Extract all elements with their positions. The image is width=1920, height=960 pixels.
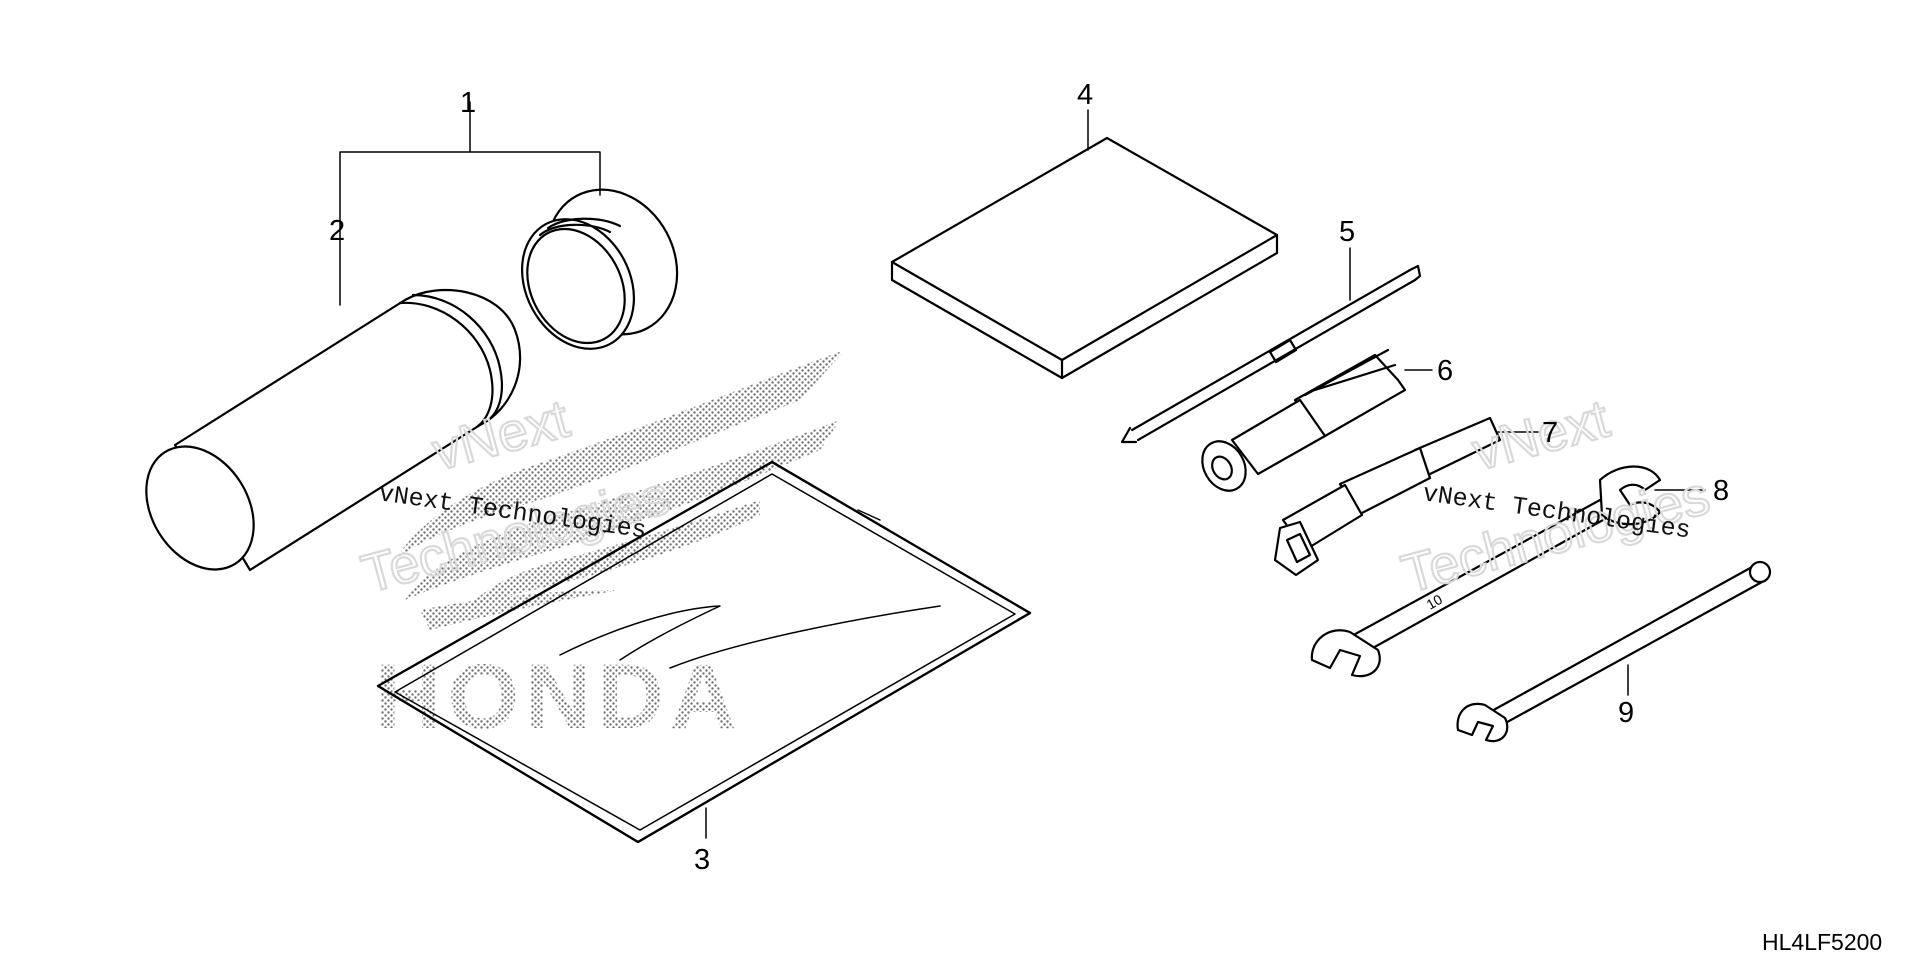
callout-4: 4: [1077, 79, 1093, 111]
open-end-wrench: 10: [1310, 465, 1662, 678]
callout-1: 1: [460, 87, 476, 119]
callout-6: 6: [1437, 355, 1453, 387]
callout-8: 8: [1713, 475, 1729, 507]
screwdriver-shaft: [1120, 264, 1422, 444]
svg-text:vNext: vNext: [1466, 389, 1615, 483]
wrench-size-mark: 10: [1424, 591, 1446, 613]
leader-line-1: [339, 101, 601, 306]
tool-bag: [376, 460, 1032, 844]
callout-7: 7: [1542, 417, 1558, 449]
callout-5: 5: [1339, 216, 1355, 248]
small-wrench: [1456, 560, 1772, 743]
tool-case-tube: [145, 288, 522, 572]
watermark-right: vNext Technologies: [1395, 387, 1717, 605]
callout-2: 2: [329, 215, 345, 247]
owners-manual: [890, 136, 1279, 380]
callout-3: 3: [694, 844, 710, 876]
honda-logo-text: HONDA: [375, 646, 742, 748]
callout-9: 9: [1618, 697, 1634, 729]
spark-plug-wrench: [1273, 416, 1502, 577]
screwdriver-handle: [1201, 348, 1407, 492]
tool-case-cap: [520, 188, 679, 350]
drawing-code: HL4LF5200: [1762, 929, 1882, 955]
